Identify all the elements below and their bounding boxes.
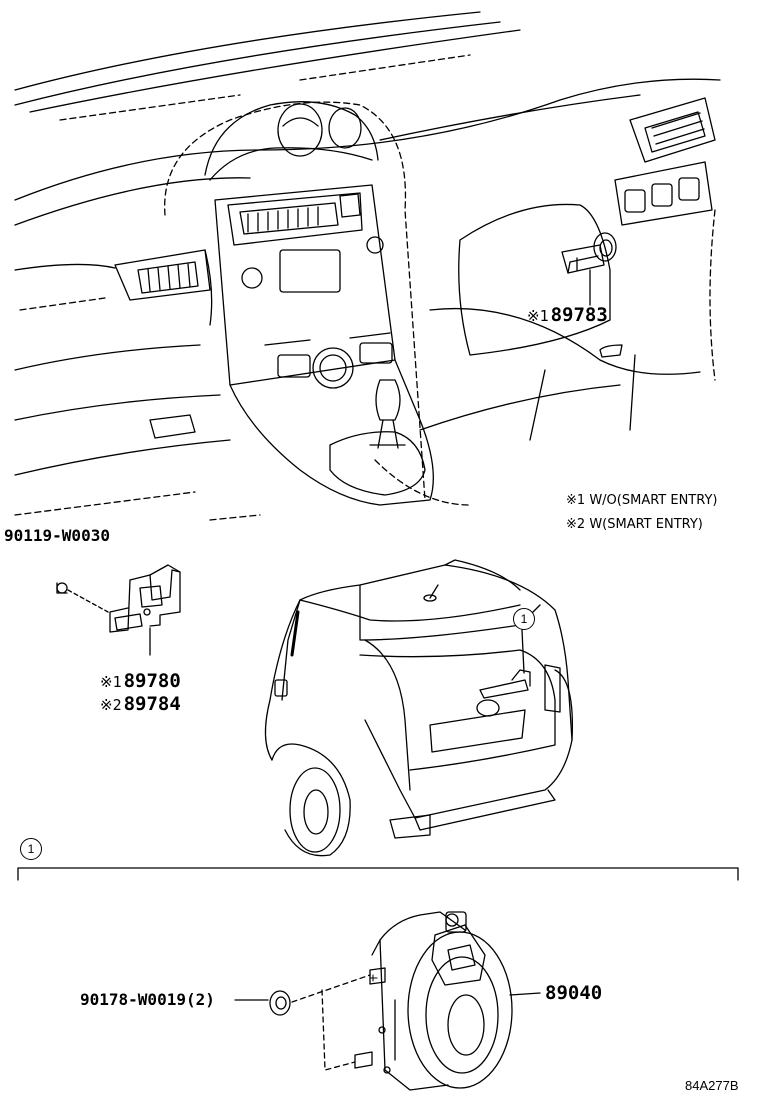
buzzer-illustration: [269, 911, 541, 1091]
part-label-89040[interactable]: 89040: [545, 982, 603, 1004]
figure-code: 84A277B: [685, 1078, 739, 1093]
part-label-90119-w0030[interactable]: 90119-W0030: [4, 526, 110, 545]
dashboard-illustration: [14, 11, 721, 521]
callout-circle-vehicle[interactable]: 1: [513, 608, 535, 630]
note-2: ※2 W(SMART ENTRY): [566, 517, 703, 532]
section-bracket: [17, 867, 739, 881]
sensor-bracket-illustration: [56, 564, 181, 656]
note-1: ※1 W/O(SMART ENTRY): [566, 493, 718, 508]
vehicle-rear-illustration: [264, 559, 574, 857]
callout-circle-section[interactable]: 1: [20, 838, 42, 860]
part-label-90178-w0019[interactable]: 90178-W0019(2): [80, 990, 215, 1009]
